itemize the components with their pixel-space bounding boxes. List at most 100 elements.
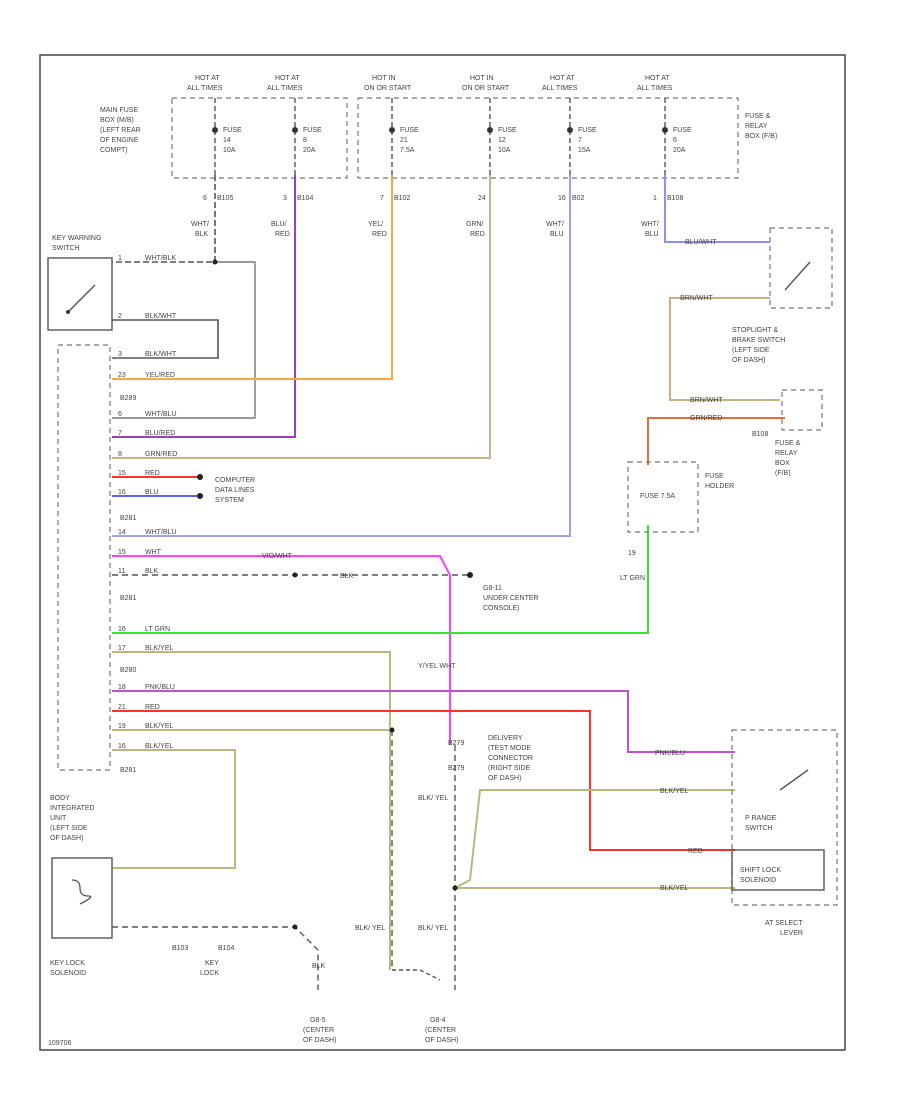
bcu-pin-10-number: 15 xyxy=(118,549,126,556)
bcu-pin-15-number: 21 xyxy=(118,704,126,711)
label-blk-yel-r2: BLK/YEL xyxy=(660,885,689,892)
junction-dot-3 xyxy=(389,727,395,733)
fuse-2-hot-line1: HOT IN xyxy=(372,75,396,82)
label-pin-19: 19 xyxy=(628,550,636,557)
fuse-3-wire-line1: GRN/ xyxy=(466,221,484,228)
gl-line1: G8-5 xyxy=(310,1017,326,1024)
prange-switch-label: P RANGE SWITCH xyxy=(745,815,778,832)
fuse-2-hot-line2: ON OR START xyxy=(364,85,412,92)
stoplight-switch-label: STOPLIGHT & BRAKE SWITCH (LEFT SIDE OF D… xyxy=(732,327,787,364)
prange-switch-contact xyxy=(779,769,809,791)
data-line-dot-blu xyxy=(197,493,203,499)
frbm-line1: FUSE & xyxy=(775,440,801,447)
label-lt-grn: LT GRN xyxy=(620,575,645,582)
fuse-1-conn: B104 xyxy=(297,195,313,202)
bcu-pin-8-number: 16 xyxy=(118,489,126,496)
biu-line1: BODY xyxy=(50,795,70,802)
main-fuse-box-line1: MAIN FUSE xyxy=(100,107,138,114)
bcu-pin-1-wire: BLK/WHT xyxy=(145,313,177,320)
frb-top-line1: FUSE & xyxy=(745,113,771,120)
label-blk-center: BLK xyxy=(340,573,354,580)
wire-brn-wht xyxy=(669,297,780,401)
fuse-4-pin: 16 xyxy=(558,195,566,202)
bcu-connector-1: B281 xyxy=(120,515,136,522)
wire-grn-red xyxy=(112,175,491,459)
gl-line2: (CENTER xyxy=(303,1027,334,1034)
dc-line1: DELIVERY xyxy=(488,735,523,742)
gl-line3: OF DASH) xyxy=(303,1037,336,1044)
label-b108: B108 xyxy=(752,431,768,438)
fuse-3-rating: 10A xyxy=(498,147,511,154)
fuse-1-rating: 20A xyxy=(303,147,316,154)
label-brn-wht: BRN/WHT xyxy=(680,295,713,302)
bcu-connector-2: B281 xyxy=(120,595,136,602)
junction-dot-4 xyxy=(452,885,458,891)
wire-lt-grn xyxy=(112,525,649,634)
wire-wht-blk-2 xyxy=(112,261,256,419)
diagram-frame xyxy=(39,54,846,1051)
label-b279a: B279 xyxy=(448,740,464,747)
wire-grn-red-fb xyxy=(647,417,785,465)
fuse-2-rating: 7.5A xyxy=(400,147,415,154)
kl-line2: LOCK xyxy=(200,970,219,977)
wire-ground-link xyxy=(392,969,441,981)
fuse-4-number: 7 xyxy=(578,137,582,144)
fuse-1-hot-line2: ALL TIMES xyxy=(267,85,303,92)
key-lock-solenoid-box xyxy=(51,857,113,939)
bcu-pin-6-wire: GRN/RED xyxy=(145,451,177,458)
label-red-r: RED xyxy=(688,848,703,855)
fuse-2-number: 21 xyxy=(400,137,408,144)
fuse-1-wire-line2: RED xyxy=(275,231,290,238)
fuse-2-pin: 7 xyxy=(380,195,384,202)
fuse-0-rating: 10A xyxy=(223,147,236,154)
main-fuse-box-line2: BOX (M/B) xyxy=(100,117,134,124)
ground-left-label: G8-5 (CENTER OF DASH) xyxy=(303,1017,336,1044)
biu-line3: UNIT xyxy=(50,815,67,822)
bcu-pin-11-number: 11 xyxy=(118,568,125,575)
wire-pnk-blu xyxy=(112,690,735,753)
shs-line1: SHIFT LOCK xyxy=(740,867,781,874)
computer-data-lines-label: COMPUTER DATA LINES SYSTEM xyxy=(215,477,257,504)
fuse-1-name: FUSE xyxy=(303,127,322,134)
gr-line2: (CENTER xyxy=(425,1027,456,1034)
fuse-relay-box-mid-label: FUSE & RELAY BOX (F/B) xyxy=(775,440,802,477)
fuse-5-hot-line2: ALL TIMES xyxy=(637,85,673,92)
body-integrated-unit-label: BODY INTEGRATED UNIT (LEFT SIDE OF DASH) xyxy=(50,795,97,842)
fuse-0-element xyxy=(212,127,218,133)
fuse-holder-outline xyxy=(627,461,699,533)
fuse-1-wire-line1: BLU/ xyxy=(271,221,287,228)
fuse-4-name: FUSE xyxy=(578,127,597,134)
fuse-5-hot-line1: HOT AT xyxy=(645,75,670,82)
key-warning-switch-box xyxy=(47,257,113,331)
fuse-2-name: FUSE xyxy=(400,127,419,134)
bcu-pin-16-wire: BLK/YEL xyxy=(145,723,174,730)
kls-line1: KEY LOCK xyxy=(50,960,85,967)
bcu-pin-17-wire: BLK/YEL xyxy=(145,743,174,750)
stoplight-switch-contact xyxy=(784,261,811,291)
fuse-3-pin: 24 xyxy=(478,195,486,202)
sls-line1: STOPLIGHT & xyxy=(732,327,778,334)
bcu-pin-15-wire: RED xyxy=(145,704,160,711)
fuse-1-hot-line1: HOT AT xyxy=(275,75,300,82)
fuse-4-wire-line1: WHT/ xyxy=(546,221,564,228)
wire-yel-red xyxy=(112,175,393,380)
label-blk-yel-a: BLK/ YEL xyxy=(418,795,448,802)
shift-lock-solenoid-label: SHIFT LOCK SOLENOID xyxy=(740,867,783,884)
fh-line1: FUSE xyxy=(705,473,724,480)
key-warning-switch-contact xyxy=(67,284,96,313)
fuse-3-hot-line2: ON OR START xyxy=(462,85,510,92)
body-integrated-unit-outline xyxy=(57,344,111,771)
dc-line4: (RIGHT SIDE xyxy=(488,765,531,772)
wires xyxy=(112,175,785,990)
fuse-4-conn: B02 xyxy=(572,195,585,202)
fuse-holder-label: FUSE HOLDER xyxy=(705,473,734,490)
frb-top-line3: BOX (F/B) xyxy=(745,133,777,140)
fuse-3-element xyxy=(487,127,493,133)
wire-blu-wht xyxy=(664,175,770,243)
fuse-2-wire-line1: YEL/ xyxy=(368,221,383,228)
wire-wht-blu xyxy=(112,175,571,537)
g811-line3: CONSOLE) xyxy=(483,605,520,612)
bcu-pin-0-number: 1 xyxy=(118,255,122,262)
at-select-lever-label: AT SELECT LEVER xyxy=(765,920,804,937)
